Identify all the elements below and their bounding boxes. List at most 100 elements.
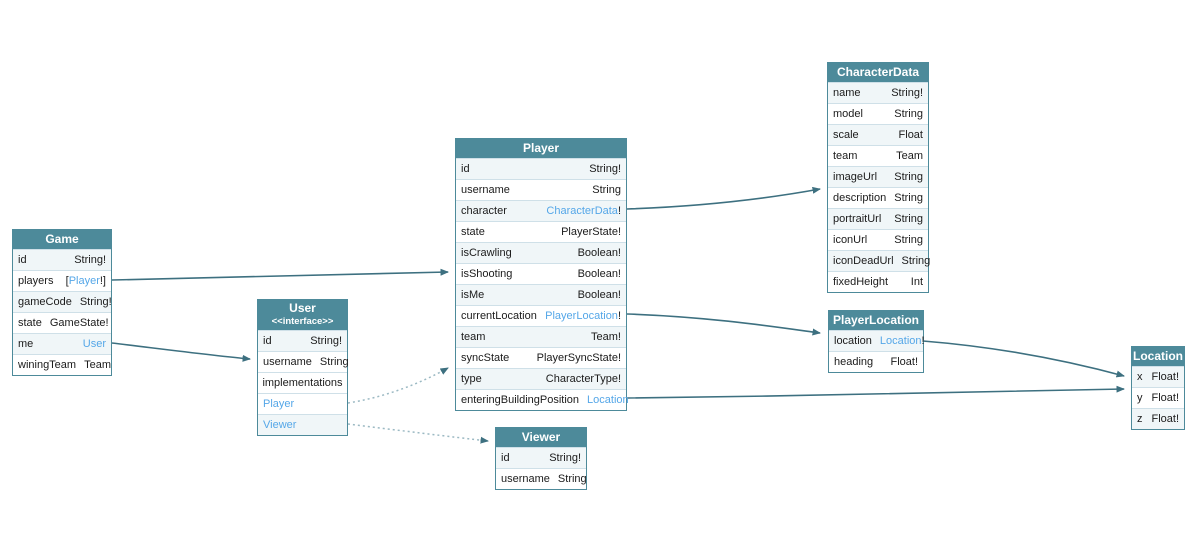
field-name: username (501, 473, 550, 485)
field-name: isShooting (461, 268, 513, 280)
field-type: GameState! (49, 317, 109, 329)
implementation-link-Viewer[interactable]: Viewer (263, 419, 297, 431)
edge-player-currentlocation-to-playerlocation (626, 313, 821, 336)
field-name: team (833, 150, 858, 162)
field-type: String (592, 184, 621, 196)
field-type: String (557, 473, 587, 485)
field-type: Float! (890, 356, 918, 368)
implementation-link-Player[interactable]: Player (263, 398, 295, 410)
table-title-location[interactable]: Location (1132, 347, 1184, 366)
field-name: heading (834, 356, 874, 368)
field-name: gameCode (18, 296, 72, 308)
field-type: [Player!] (65, 275, 106, 287)
field-row-playerlocation-location[interactable]: location Location! (829, 330, 925, 351)
field-type: Boolean! (577, 268, 621, 280)
field-type: String! (549, 452, 581, 464)
field-type: CharacterData! (546, 205, 621, 217)
field-name: x (1137, 371, 1143, 383)
field-name: username (263, 356, 312, 368)
table-title-game[interactable]: Game (13, 230, 111, 249)
field-row-characterdata-name[interactable]: name String! (828, 82, 928, 103)
field-row-game-players[interactable]: players [Player!] (13, 270, 111, 291)
field-name: type (461, 373, 482, 385)
field-type: Team (896, 150, 923, 162)
edge-game-players-to-player (111, 268, 449, 281)
type-link-Player[interactable]: Player (68, 275, 100, 287)
type-link-Location[interactable]: Location (879, 335, 922, 347)
field-name: id (263, 335, 272, 347)
field-type: CharacterType! (545, 373, 621, 385)
field-row-viewer-id[interactable]: id String! (496, 447, 586, 468)
table-title-viewer[interactable]: Viewer (496, 428, 586, 447)
field-name: id (501, 452, 510, 464)
field-type: Location! (879, 335, 925, 347)
field-type: Location (587, 390, 629, 410)
field-name: players (18, 275, 54, 287)
field-name: id (18, 254, 27, 266)
field-name: description (833, 192, 887, 204)
table-stereotype: <<interface>> (271, 316, 334, 327)
table-title-characterdata[interactable]: CharacterData (828, 63, 928, 82)
field-name: name (833, 87, 861, 99)
field-type: String! (589, 163, 621, 175)
field-row-game-gameCode[interactable]: gameCode String! (13, 291, 112, 312)
field-row-user-Player[interactable]: Player (258, 393, 347, 414)
table-title-user[interactable]: User<<interface>> (258, 300, 347, 330)
field-name: username (461, 184, 510, 196)
field-row-characterdata-team[interactable]: team Team (828, 145, 928, 166)
field-name: scale (833, 129, 859, 141)
type-link-User[interactable]: User (82, 338, 106, 350)
type-table-playerlocation: PlayerLocation location Location! heading Fl… (828, 310, 925, 373)
table-title-player[interactable]: Player (456, 139, 626, 158)
field-name: isCrawling (461, 247, 512, 259)
field-type: String! (891, 87, 923, 99)
field-row-viewer-username[interactable]: username String (496, 468, 587, 489)
field-name: iconUrl (833, 234, 868, 246)
type-link-Location[interactable]: Location (587, 394, 629, 406)
field-type: PlayerSyncState! (536, 352, 621, 364)
field-type: Int (910, 276, 923, 288)
type-link-CharacterData[interactable]: CharacterData (546, 205, 618, 217)
field-type: String (894, 192, 923, 204)
field-name: location (834, 335, 872, 347)
field-type: String! (79, 296, 112, 308)
field-row-characterdata-description[interactable]: description String (828, 187, 928, 208)
field-row-player-username[interactable]: username String (456, 179, 626, 200)
field-type: String (894, 213, 923, 225)
table-title-playerlocation[interactable]: PlayerLocation (829, 311, 923, 330)
field-row-playerlocation-heading[interactable]: heading Float! (829, 351, 923, 372)
field-row-characterdata-iconUrl[interactable]: iconUrl String (828, 229, 928, 250)
type-link-PlayerLocation[interactable]: PlayerLocation (545, 310, 618, 322)
field-row-user-implementations[interactable]: implementations (258, 372, 347, 393)
field-type: String (894, 234, 923, 246)
field-row-user-Viewer[interactable]: Viewer (258, 414, 347, 435)
field-row-player-type[interactable]: type CharacterType! (456, 368, 626, 389)
field-row-player-isShooting[interactable]: isShooting Boolean! (456, 263, 626, 284)
